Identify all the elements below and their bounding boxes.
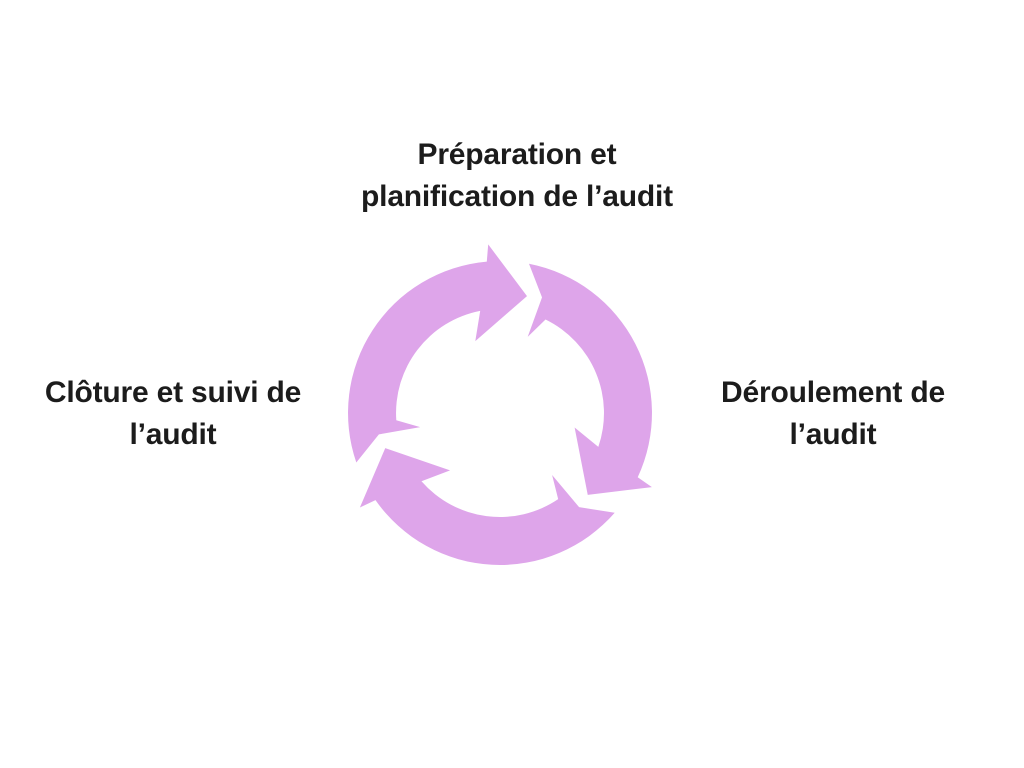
- cycle-arrow-top-icon: [348, 244, 527, 463]
- step-label-cloture: Clôture et suivi de l’audit: [45, 372, 301, 456]
- step-label-line: planification de l’audit: [361, 180, 673, 213]
- step-label-line: Préparation et: [417, 138, 617, 171]
- step-label-line: l’audit: [789, 418, 877, 451]
- step-label-deroulement: Déroulement de l’audit: [721, 372, 945, 456]
- step-label-line: l’audit: [129, 418, 217, 451]
- step-label-preparation: Préparation et planification de l’audit: [361, 134, 673, 218]
- step-label-line: Déroulement de: [721, 376, 945, 409]
- step-label-line: Clôture et suivi de: [44, 376, 302, 409]
